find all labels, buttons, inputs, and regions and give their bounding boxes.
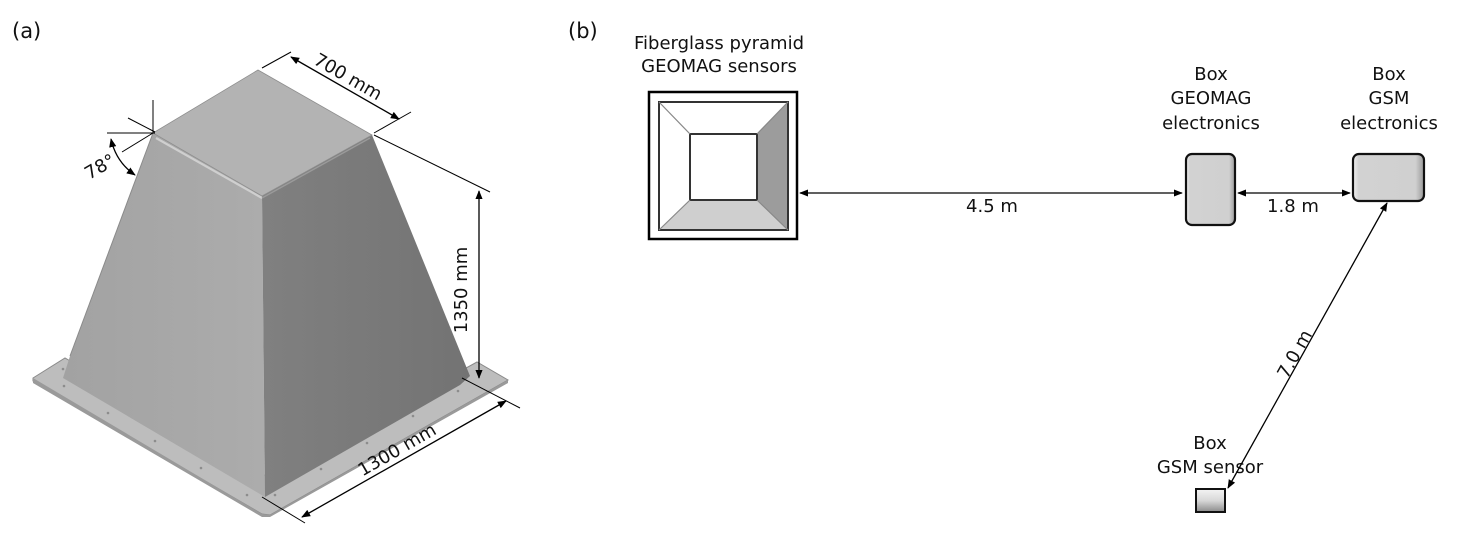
gsm-sensor-label-line2: GSM sensor <box>1157 457 1264 478</box>
dimension-height: 1350 mm <box>373 134 521 409</box>
gsm-box-label-line3: electronics <box>1340 113 1438 134</box>
gsm-box-shape <box>1351 152 1426 203</box>
panel-a-label: (a) <box>12 19 41 43</box>
distance-pyramid-to-geomag: 4.5 m <box>799 189 1183 217</box>
distance-label-4-5m: 4.5 m <box>966 196 1018 217</box>
panel-b-label: (b) <box>568 19 598 43</box>
distance-gsm-to-sensor: 7.0 m <box>1227 202 1388 489</box>
pyramid-top-facet <box>659 102 788 134</box>
pyramid-label-line1: Fiberglass pyramid <box>634 33 804 54</box>
pyramid-right-facet <box>757 102 788 230</box>
left-edge <box>69 132 154 357</box>
top-right-bevel <box>261 137 371 199</box>
node-gsm-sensor-box: Box GSM sensor <box>1157 433 1264 513</box>
gsm-sensor-shape <box>1195 488 1226 513</box>
gsm-box-label-line2: GSM <box>1369 88 1410 109</box>
distance-label-1-8m: 1.8 m <box>1267 196 1319 217</box>
geomag-box-label-line1: Box <box>1194 64 1228 85</box>
pyramid-base-outline <box>658 101 789 231</box>
geomag-box-shape <box>1184 152 1237 227</box>
dim-label-78deg: 78° <box>81 150 119 184</box>
gsm-sensor-label-line1: Box <box>1193 433 1227 454</box>
gsm-box-label-line1: Box <box>1372 64 1406 85</box>
pyramid-left-face <box>63 133 265 497</box>
pyramid-top-face <box>152 69 373 197</box>
pyramid-left-facet <box>659 102 690 230</box>
node-geomag-electronics-box: Box GEOMAG electronics <box>1162 64 1260 227</box>
node-fiberglass-pyramid: Fiberglass pyramid GEOMAG sensors <box>634 33 804 241</box>
distance-geomag-to-gsm: 1.8 m <box>1237 189 1351 217</box>
node-gsm-electronics-box: Box GSM electronics <box>1340 64 1438 203</box>
geomag-box-label-line3: electronics <box>1162 113 1260 134</box>
top-left-bevel <box>155 137 263 199</box>
dim-label-700mm: 700 mm <box>310 49 386 105</box>
pyramid-3d-drawing <box>32 69 510 517</box>
pyramid-label-line2: GEOMAG sensors <box>641 56 797 77</box>
panel-b: (b) Fiberglass pyramid GEOMAG sensors Bo… <box>568 19 1438 513</box>
arrow-7-0m <box>1227 202 1388 489</box>
geomag-box-label-line2: GEOMAG <box>1171 88 1252 109</box>
panel-a: (a) <box>12 19 521 524</box>
pyramid-top-outline <box>689 133 758 201</box>
distance-label-7-0m: 7.0 m <box>1273 327 1317 383</box>
pyramid-bottom-facet <box>659 200 788 230</box>
dim-label-1350mm: 1350 mm <box>451 247 472 334</box>
